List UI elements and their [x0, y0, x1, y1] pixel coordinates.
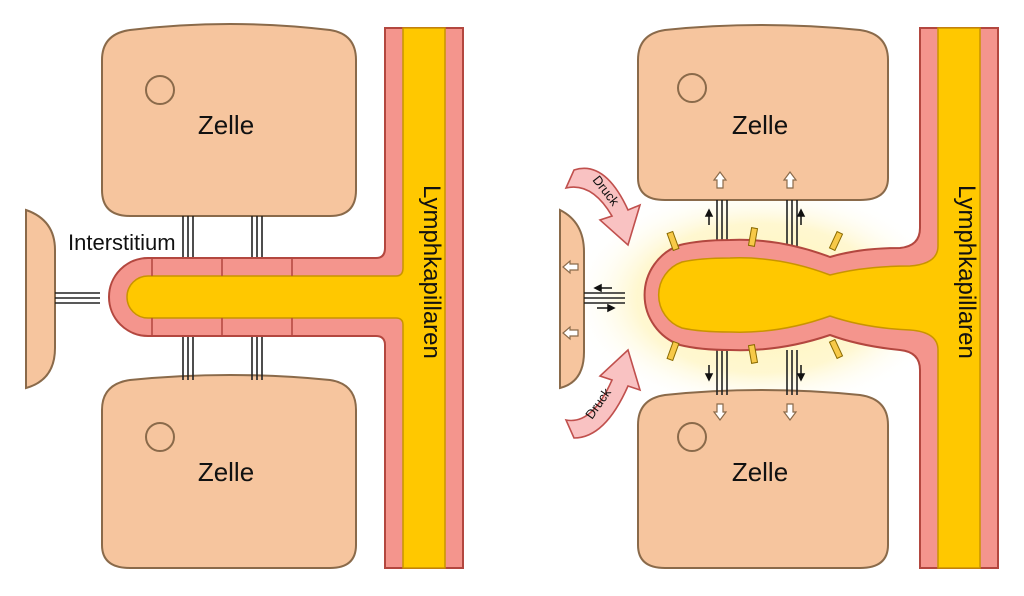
cell-label: Zelle [732, 457, 788, 487]
open-junction-flaps [666, 227, 844, 364]
cell-label: Zelle [198, 457, 254, 487]
lymph-lumen [126, 27, 446, 569]
lymph-lumen-swollen [657, 27, 981, 569]
endothelial-junctions [151, 258, 293, 336]
anchoring-filaments [55, 216, 263, 380]
cell-top-left [101, 23, 357, 217]
cell-nucleus [677, 422, 707, 452]
cell-top-right [637, 24, 889, 201]
left-panel: Zelle Zelle Interstitium Lymphkapillaren [25, 23, 464, 569]
cell-label: Zelle [198, 110, 254, 140]
flow-arrows [593, 208, 806, 382]
right-panel: Zelle Zelle [559, 24, 999, 569]
lymph-capillary-label: Lymphkapillaren [418, 185, 445, 359]
cell-pressure-arrows [562, 171, 798, 421]
lymph-capillary-label: Lymphkapillaren [953, 185, 980, 359]
cell-nucleus [145, 75, 175, 105]
cell-edge-left [25, 208, 56, 390]
cell-nucleus [677, 73, 707, 103]
interstitium-label: Interstitium [68, 230, 176, 255]
cell-nucleus [145, 422, 175, 452]
cell-label: Zelle [732, 110, 788, 140]
cell-edge-right [559, 208, 585, 390]
